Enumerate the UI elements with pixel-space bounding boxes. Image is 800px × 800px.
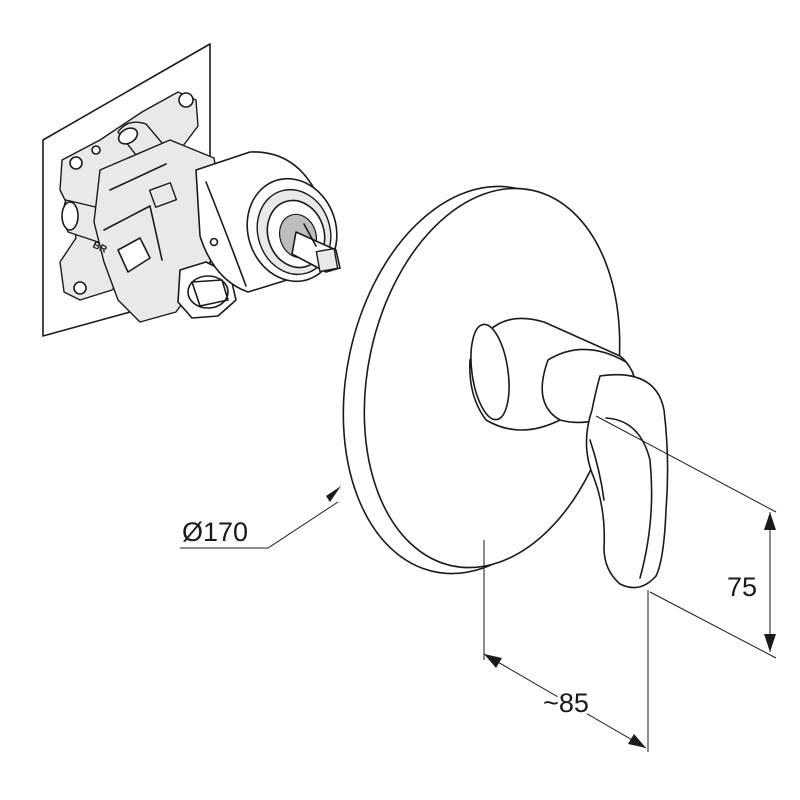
trim-set: [342, 185, 669, 589]
diameter-label: Ø170: [182, 517, 248, 547]
side-boss: [117, 237, 151, 273]
dimension-diameter: Ø170: [180, 486, 341, 549]
lever-handle: [585, 374, 669, 589]
dimension-height: 75: [595, 415, 777, 659]
depth-label: ~85: [543, 688, 589, 718]
mounting-hole: [73, 281, 87, 295]
mounting-hole: [69, 156, 83, 170]
pipe-port: [61, 201, 79, 231]
concealed-valve-body: BR: [42, 43, 341, 337]
mounting-hole: [178, 92, 194, 108]
height-label: 75: [727, 572, 757, 602]
hub-front: [470, 323, 510, 421]
stop-screw: [148, 182, 178, 208]
mounting-hole: [91, 145, 101, 155]
dimension-depth: ~85: [483, 540, 649, 752]
pipe-port: [117, 127, 139, 145]
